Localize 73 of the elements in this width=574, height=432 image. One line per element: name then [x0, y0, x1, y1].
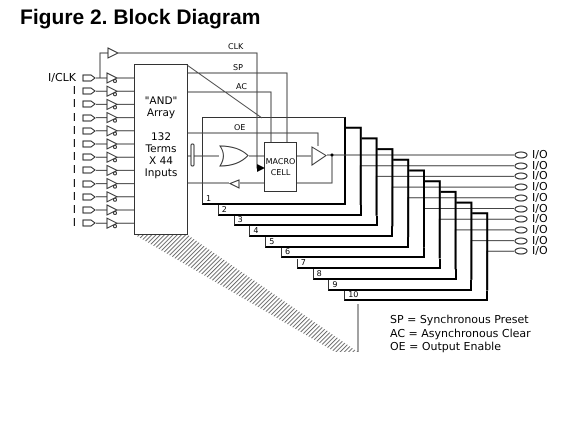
connector-line: [96, 117, 134, 118]
input-pin: I: [28, 98, 96, 110]
connector-line: [96, 156, 134, 158]
input-pin: I: [28, 217, 96, 230]
io-pin: I/O: [514, 192, 560, 204]
macrocell-frame: [296, 258, 441, 270]
cell-number: 7: [300, 258, 306, 268]
cell-number: 5: [269, 236, 274, 246]
connector-line: [96, 222, 134, 224]
figure-title: Figure 2. Block Diagram: [20, 6, 260, 30]
input-pin: I: [28, 151, 96, 164]
connector-line: [96, 104, 134, 105]
edge-label: SP: [232, 63, 244, 72]
array-title: "AND" Array: [144, 95, 178, 119]
connector-line: [96, 183, 134, 184]
macro-cell-box: [264, 142, 297, 192]
connector-line: [296, 154, 332, 184]
io-pin: I/O: [514, 234, 560, 247]
cell-number: 6: [285, 247, 290, 256]
io-pin: I/O: [514, 224, 560, 236]
macrocell-frame: [265, 237, 410, 248]
legend-note: AC = Asynchronous Clear: [390, 326, 531, 340]
connector-line: [240, 182, 264, 184]
cell-number: 1: [206, 194, 212, 203]
connector-line: [188, 182, 230, 184]
macrocell-frame: [249, 226, 394, 238]
feedback-buffer: [229, 179, 240, 189]
input-pin: I: [28, 112, 96, 124]
array-size: 132 Terms X 44 Inputs: [144, 131, 178, 179]
connector-line: [188, 92, 272, 142]
macrocell-frame: [202, 117, 346, 205]
macrocell-frame: [328, 280, 472, 291]
macrocell-frame: [218, 205, 362, 216]
input-pin: I: [28, 178, 96, 190]
macrocell-frame: [312, 269, 457, 280]
cell-number: 4: [253, 226, 258, 236]
input-pin: I: [28, 124, 96, 137]
io-pin: I/O: [514, 245, 560, 258]
input-pin: I: [28, 164, 96, 176]
input-pin: I: [28, 85, 96, 98]
io-pin: I/O: [514, 202, 560, 214]
edge-label: AC: [235, 82, 248, 91]
io-pin: I/O: [514, 213, 560, 226]
connector-line: [96, 130, 134, 132]
edge-label: CLK: [227, 42, 244, 51]
legend-note: OE = Output Enable: [390, 340, 501, 353]
io-pin: I/O: [514, 181, 560, 194]
or-gate: [219, 145, 249, 167]
input-pin: I/CLK: [28, 72, 96, 84]
array-box: [134, 64, 188, 235]
connector-line: [96, 196, 134, 198]
macrocell-frame: [344, 290, 488, 302]
cell-number: 10: [348, 290, 358, 300]
input-pin: I: [28, 204, 96, 216]
cell-number: 2: [222, 204, 227, 214]
connector-line: [96, 170, 134, 171]
edge-label: OE: [233, 123, 246, 132]
connector-line: [96, 90, 134, 92]
macro-cell-label: MACRO CELL: [266, 156, 296, 178]
macrocell-frame: [234, 216, 378, 226]
cell-number: 9: [332, 280, 338, 289]
cell-number: 3: [238, 215, 243, 224]
legend-note: SP = Synchronous Preset: [390, 313, 529, 326]
macrocell-frame: [281, 248, 425, 258]
io-pin: I/O: [514, 170, 560, 182]
connector-line: [188, 72, 288, 142]
input-pin: I: [28, 138, 96, 150]
connector-line: [188, 132, 318, 146]
input-pin: I: [28, 190, 96, 203]
cell-number: 8: [316, 268, 322, 278]
io-pin: I/O: [514, 149, 560, 161]
io-pin: I/O: [514, 160, 560, 172]
output-buffer: [311, 146, 327, 166]
